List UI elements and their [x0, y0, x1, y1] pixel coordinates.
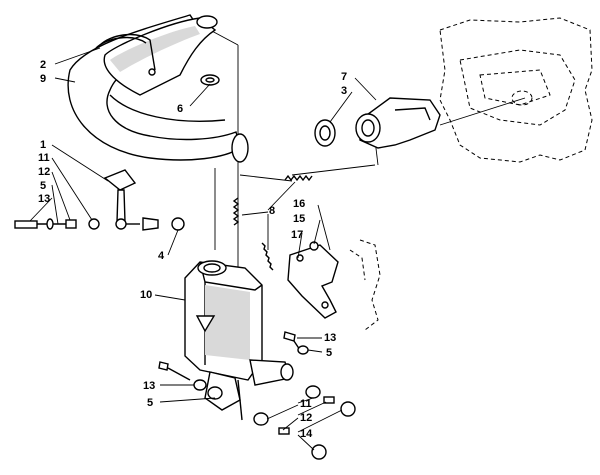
callout-2: 2 [40, 59, 46, 71]
callout-5-right: 5 [326, 347, 332, 359]
callout-1: 1 [40, 139, 46, 151]
callout-6: 6 [177, 103, 183, 115]
frame-bracket-outline [349, 239, 381, 331]
callout-5-left: 5 [147, 397, 153, 409]
callout-3: 3 [341, 85, 347, 97]
callout-13-left: 13 [143, 380, 155, 392]
muffler [184, 260, 294, 421]
callout-8: 8 [269, 205, 275, 217]
callout-14: 14 [300, 428, 313, 440]
callout-labels: 2 9 6 7 3 1 11 12 5 13 4 8 16 15 17 10 1… [38, 59, 347, 440]
callout-11-upper: 11 [38, 152, 50, 164]
callout-17: 17 [291, 229, 303, 241]
gasket-6 [200, 74, 220, 86]
springs [232, 174, 313, 271]
leader-lines [29, 47, 377, 451]
callout-4: 4 [158, 250, 165, 262]
callout-13-right: 13 [324, 332, 336, 344]
bracket-16 [287, 241, 339, 319]
expansion-chamber [67, 14, 249, 163]
reference-lines [209, 29, 526, 270]
callout-15: 15 [293, 213, 305, 225]
callout-7: 7 [341, 71, 347, 83]
heat-shield [95, 33, 156, 76]
upper-hardware [14, 169, 185, 231]
callout-12-lower: 12 [300, 412, 312, 424]
callout-13-upper: 13 [38, 193, 50, 205]
callout-12-upper: 12 [38, 166, 50, 178]
callout-11-lower: 11 [300, 398, 312, 410]
callout-10: 10 [140, 289, 152, 301]
callout-9: 9 [40, 73, 46, 85]
exhaust-manifold [314, 97, 441, 149]
callout-16: 16 [293, 198, 305, 210]
callout-5-upper: 5 [40, 180, 46, 192]
lower-hardware [158, 331, 356, 460]
engine-outline [439, 17, 593, 163]
